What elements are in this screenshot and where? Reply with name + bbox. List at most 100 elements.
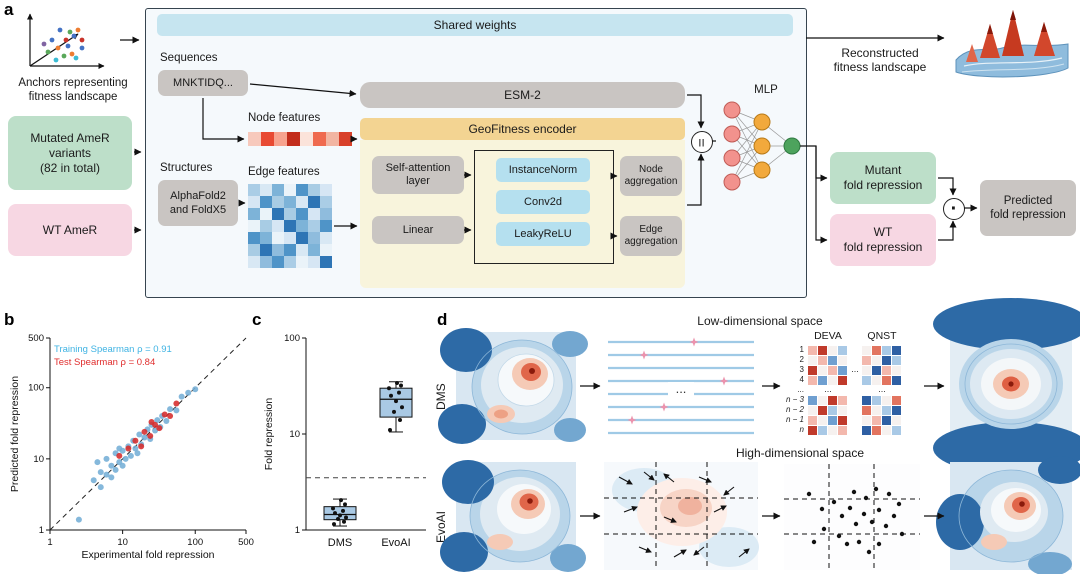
scatter-point-training <box>97 484 104 491</box>
scatter-point-training <box>167 406 174 413</box>
scatter-point-training <box>94 459 101 466</box>
data-point <box>332 522 336 527</box>
heatmap-cell <box>892 426 901 435</box>
sampled-points-panel <box>784 464 920 570</box>
node-feature-cell <box>261 132 274 146</box>
y-tick-label: 500 <box>28 333 44 344</box>
heatmap-cell <box>808 416 817 425</box>
heatmap-cell <box>892 406 901 415</box>
scatter-point-training <box>178 393 185 400</box>
data-point <box>336 517 340 522</box>
heatmap-cell <box>882 366 891 375</box>
heatmap-cell <box>882 396 891 405</box>
edge-feature-cell <box>296 256 308 268</box>
edge-feature-cell <box>248 208 260 220</box>
y-tick-label: 1 <box>39 525 44 536</box>
heatmap-row-label: 2 <box>799 355 804 364</box>
heatmap-cell <box>882 416 891 425</box>
x-tick-label: 10 <box>117 537 128 548</box>
node-feature-cell <box>287 132 300 146</box>
scatter-point-training <box>103 455 110 462</box>
data-point <box>399 383 403 388</box>
heatmap-cell <box>828 346 837 355</box>
heatmap-cell <box>892 356 901 365</box>
scatter-point-training <box>122 455 129 462</box>
box-dms <box>323 506 357 521</box>
y-tick-label: 100 <box>284 333 300 344</box>
edge-feature-cell <box>308 208 320 220</box>
edge-feature-cell <box>272 196 284 208</box>
edge-feature-cell <box>320 184 332 196</box>
edge-features-label: Edge features <box>248 166 320 178</box>
reconstructed-caption: Reconstructed fitness landscape <box>833 46 927 74</box>
instancenorm-box: InstanceNorm <box>496 158 590 182</box>
heatmap-cell <box>892 346 901 355</box>
scatter-point-training <box>192 386 199 393</box>
conv2d-box: Conv2d <box>496 190 590 214</box>
y-axis-label: Fold repression <box>263 398 275 471</box>
heatmap-cell <box>808 426 817 435</box>
y-tick-label: 100 <box>28 383 44 394</box>
heatmap-cell <box>862 356 871 365</box>
heatmap-cell <box>838 376 847 385</box>
heatmap-cell <box>838 426 847 435</box>
heatmap-cell <box>862 426 871 435</box>
scatter-point-test <box>116 452 123 459</box>
edge-feature-cell <box>296 220 308 232</box>
heatmap-cell <box>892 376 901 385</box>
edge-feature-cell <box>272 232 284 244</box>
mutant-fold-box: Mutant fold repression <box>830 152 936 204</box>
heatmap-ellipsis: ... <box>851 364 859 374</box>
scatter-point-training <box>141 434 148 441</box>
heatmap-cell <box>818 416 827 425</box>
partition-gridlines <box>604 462 758 570</box>
x-tick-label: 1 <box>47 537 52 548</box>
heatmap-cell <box>838 406 847 415</box>
heatmap-cell <box>808 406 817 415</box>
data-point <box>331 506 335 511</box>
heatmap-cell <box>808 356 817 365</box>
node-feature-cell <box>339 132 352 146</box>
data-point <box>343 502 347 507</box>
x-tick-label: 500 <box>238 537 254 548</box>
heatmap-cell <box>882 376 891 385</box>
heatmap-cell <box>818 366 827 375</box>
ratio-operator: · <box>943 198 965 220</box>
data-point <box>400 405 404 410</box>
heatmap-header-qnst: QNST <box>867 330 897 342</box>
scatter-point-training <box>163 418 170 425</box>
heatmap-cell <box>872 356 881 365</box>
partition-gridlines <box>784 464 920 570</box>
sample-dots <box>806 486 905 555</box>
edge-feature-cell <box>248 184 260 196</box>
edge-aggregation-box: Edge aggregation <box>620 216 682 256</box>
panel-a-label: a <box>4 0 14 19</box>
scatter-point-test <box>132 437 139 444</box>
scatter-point-training <box>134 450 141 457</box>
heatmap-cell <box>892 416 901 425</box>
edge-feature-cell <box>320 220 332 232</box>
category-label-dms: DMS <box>328 537 352 549</box>
esm2-box: ESM-2 <box>360 82 685 108</box>
data-point <box>339 498 343 503</box>
edge-feature-cell <box>296 244 308 256</box>
y-tick-label: 10 <box>33 454 44 465</box>
scatter-point-test <box>156 425 163 432</box>
heatmap-cell <box>872 366 881 375</box>
contour-plot-dms <box>438 328 588 444</box>
conv-block-outline <box>474 150 614 264</box>
heatmap-cell <box>872 396 881 405</box>
wt-fold-box: WT fold repression <box>830 214 936 266</box>
edge-feature-cell <box>296 208 308 220</box>
legend-training: Training Spearman ρ = 0.91 <box>54 344 172 355</box>
heatmap-cell <box>882 346 891 355</box>
scatter-point-training <box>185 389 192 396</box>
anchor-dots <box>41 27 85 63</box>
x-axis-label: Experimental fold repression <box>81 549 214 561</box>
heatmap-ellipsis: ... <box>878 384 886 394</box>
edge-feature-cell <box>272 208 284 220</box>
predicted-fold-box: Predicted fold repression <box>980 180 1076 236</box>
scatter-point-test <box>161 411 168 418</box>
